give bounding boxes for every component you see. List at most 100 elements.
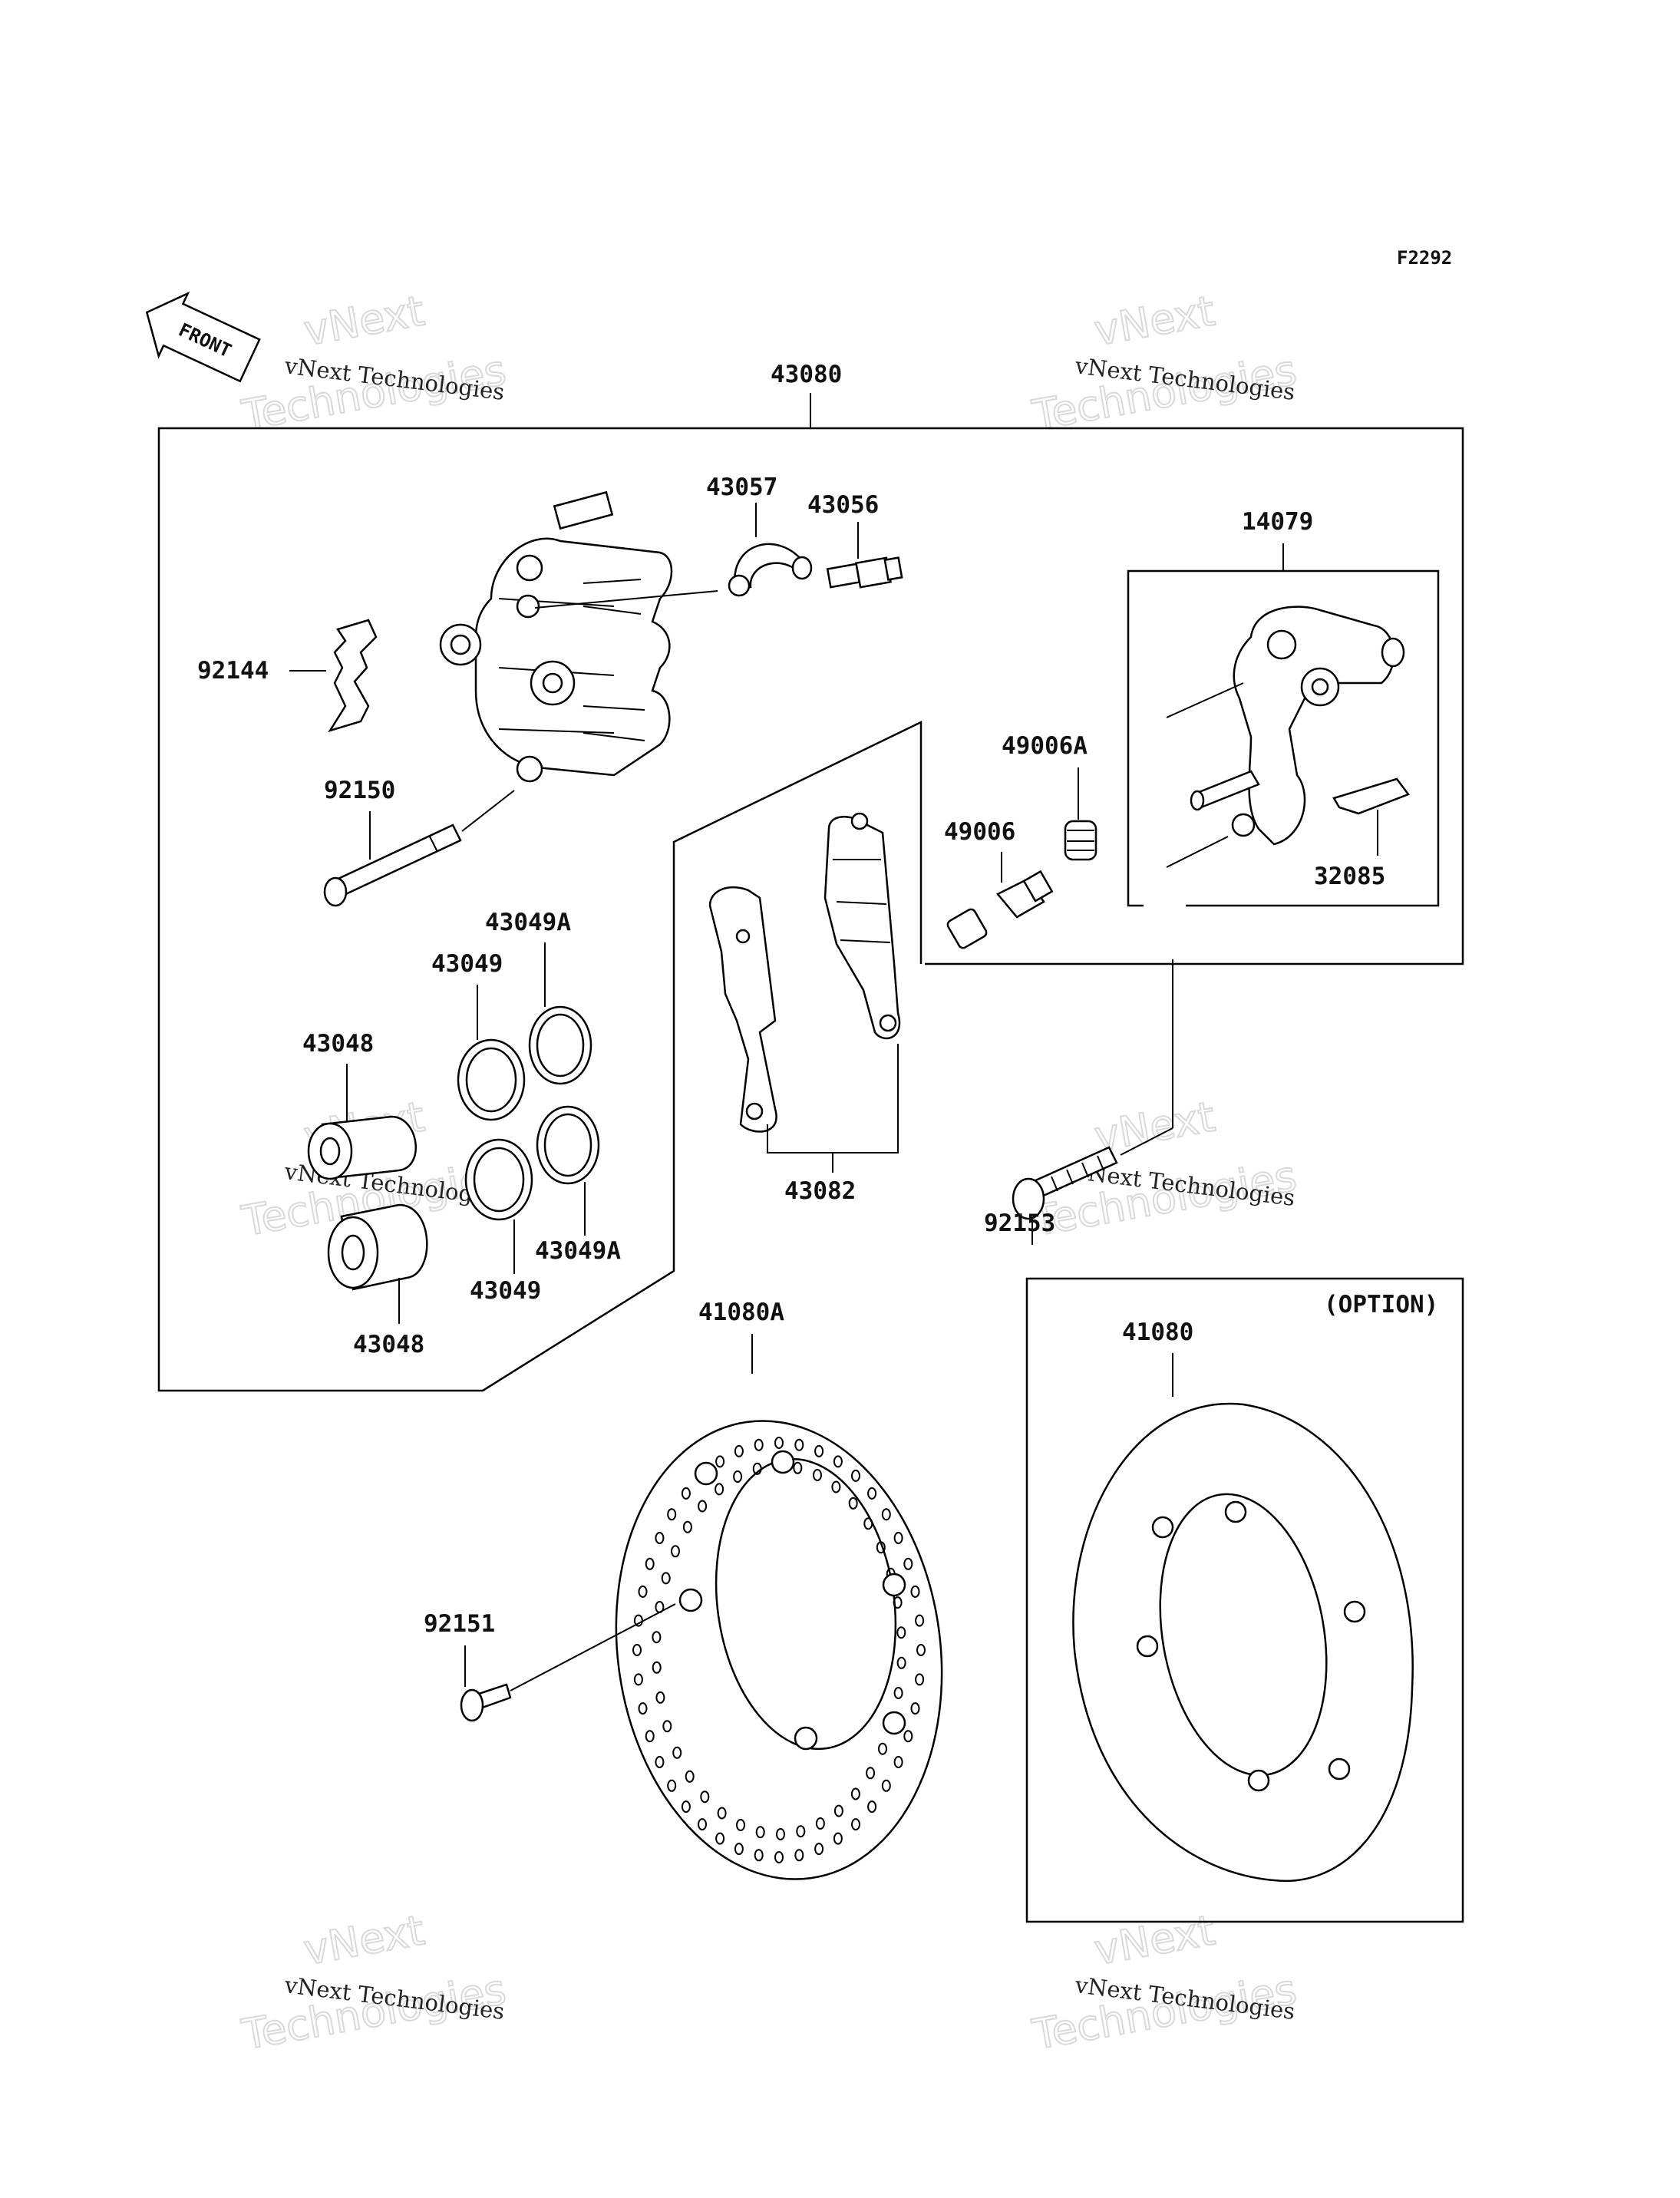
label-43049-lower: 43049 (470, 1277, 541, 1305)
label-41080a: 41080A (698, 1299, 784, 1326)
pin-92150 (323, 790, 515, 907)
holder-14079 (1166, 606, 1405, 868)
label-43056: 43056 (807, 491, 879, 519)
disc-drill-hole (794, 1438, 804, 1451)
caliper-body (439, 490, 673, 783)
disc-drill-hole (893, 1756, 903, 1768)
disc-drill-hole (867, 1800, 877, 1814)
disc-drill-hole (734, 1444, 744, 1457)
seal-43049-lower (464, 1138, 533, 1274)
disc-drill-hole (672, 1746, 682, 1759)
disc-bolt-92151 (460, 1603, 676, 1722)
disc-drill-hole (638, 1585, 648, 1598)
boot-49006a (1064, 767, 1097, 861)
boot-49006 (946, 852, 1054, 949)
piston-43048-upper (307, 1064, 418, 1180)
disc-drill-hole (681, 1487, 691, 1500)
disc-drill-hole (633, 1673, 643, 1686)
disc-drill-hole (876, 1541, 886, 1554)
label-43082: 43082 (784, 1177, 856, 1205)
disc-drill-hole (814, 1843, 824, 1856)
label-49006: 49006 (944, 818, 1015, 846)
label-92144: 92144 (197, 657, 269, 685)
disc-drill-hole (754, 1849, 764, 1862)
disc-drill-hole (793, 1461, 803, 1474)
watermark-bottom-right: vNext Technologies vNext Technologies (1028, 1905, 1301, 2060)
label-43049a-upper: 43049A (485, 909, 571, 936)
figure-code: F2292 (1397, 247, 1452, 269)
disc-drill-hole (893, 1596, 903, 1609)
disc-drill-hole (652, 1661, 662, 1674)
disc-drill-hole (848, 1497, 858, 1510)
disc-drill-hole (681, 1800, 691, 1814)
front-arrow-icon: FRONT (145, 291, 261, 383)
disc-drill-hole (755, 1826, 765, 1839)
disc-drill-hole (662, 1720, 672, 1733)
disc-drill-hole (715, 1483, 724, 1496)
label-43049-upper: 43049 (431, 950, 503, 978)
disc-drill-hole (893, 1687, 903, 1699)
label-43049a-lower: 43049A (535, 1237, 621, 1265)
disc-drill-hole (655, 1756, 665, 1768)
label-32085: 32085 (1314, 863, 1385, 890)
bolt-92153 (1012, 959, 1173, 1245)
disc-drill-hole (866, 1767, 876, 1780)
bleeder-valve-43056 (826, 522, 903, 589)
brake-disc-41080 (1072, 1353, 1414, 1883)
label-92151: 92151 (424, 1610, 495, 1638)
disc-drill-hole (833, 1804, 843, 1817)
disc-drill-hole (896, 1656, 906, 1669)
disc-drill-hole (638, 1702, 648, 1715)
disc-drill-hole (717, 1807, 727, 1820)
disc-drill-hole (736, 1819, 745, 1831)
disc-drill-hole (794, 1849, 804, 1862)
label-43048-lower: 43048 (353, 1331, 424, 1358)
disc-drill-hole (652, 1631, 662, 1644)
svg-text:vNext: vNext (1091, 286, 1218, 355)
disc-drill-hole (667, 1779, 677, 1792)
seal-43049a-lower (536, 1105, 600, 1236)
seal-43049-upper (457, 985, 526, 1121)
disc-drill-hole (915, 1673, 925, 1686)
disc-drill-hole (645, 1557, 655, 1570)
seal-43049a-upper (528, 942, 592, 1085)
watermark-top-left: vNext Technologies vNext Technologies (237, 285, 510, 441)
disc-drill-hole (796, 1825, 806, 1838)
label-49006a: 49006A (1002, 732, 1088, 760)
disc-drill-hole (910, 1585, 920, 1598)
disc-drill-hole (671, 1545, 680, 1558)
disc-drill-hole (814, 1444, 824, 1457)
disc-drill-hole (903, 1730, 913, 1743)
label-43057: 43057 (706, 474, 777, 501)
pad-spring-92144 (289, 619, 378, 733)
disc-drill-hole (715, 1832, 725, 1845)
disc-drill-hole (915, 1614, 925, 1627)
disc-drill-hole (752, 1462, 762, 1475)
label-43048-upper: 43048 (302, 1030, 374, 1058)
disc-drill-hole (815, 1817, 825, 1830)
disc-drill-hole (698, 1500, 708, 1513)
fitting-43057 (534, 503, 813, 609)
disc-drill-hole (685, 1770, 695, 1783)
disc-drill-hole (833, 1832, 843, 1845)
disc-drill-hole (881, 1779, 891, 1792)
svg-text:vNext: vNext (1091, 1906, 1218, 1974)
disc-drill-hole (851, 1469, 860, 1482)
disc-drill-hole (896, 1626, 906, 1639)
disc-drill-hole (645, 1730, 655, 1743)
disc-drill-hole (916, 1644, 926, 1656)
disc-drill-hole (851, 1818, 860, 1831)
disc-drill-hole (661, 1572, 671, 1585)
disc-drill-hole (867, 1487, 877, 1500)
disc-drill-hole (632, 1644, 642, 1656)
disc-drill-hole (698, 1818, 707, 1831)
svg-text:vNext: vNext (300, 286, 427, 355)
disc-drill-hole (754, 1438, 764, 1451)
watermark-top-right: vNext Technologies vNext Technologies (1028, 285, 1301, 441)
disc-drill-hole (734, 1843, 744, 1856)
disc-drill-hole (774, 1437, 784, 1449)
brake-disc-41080a (615, 1334, 943, 1880)
label-14079: 14079 (1242, 508, 1313, 536)
label-41080: 41080 (1122, 1318, 1193, 1346)
